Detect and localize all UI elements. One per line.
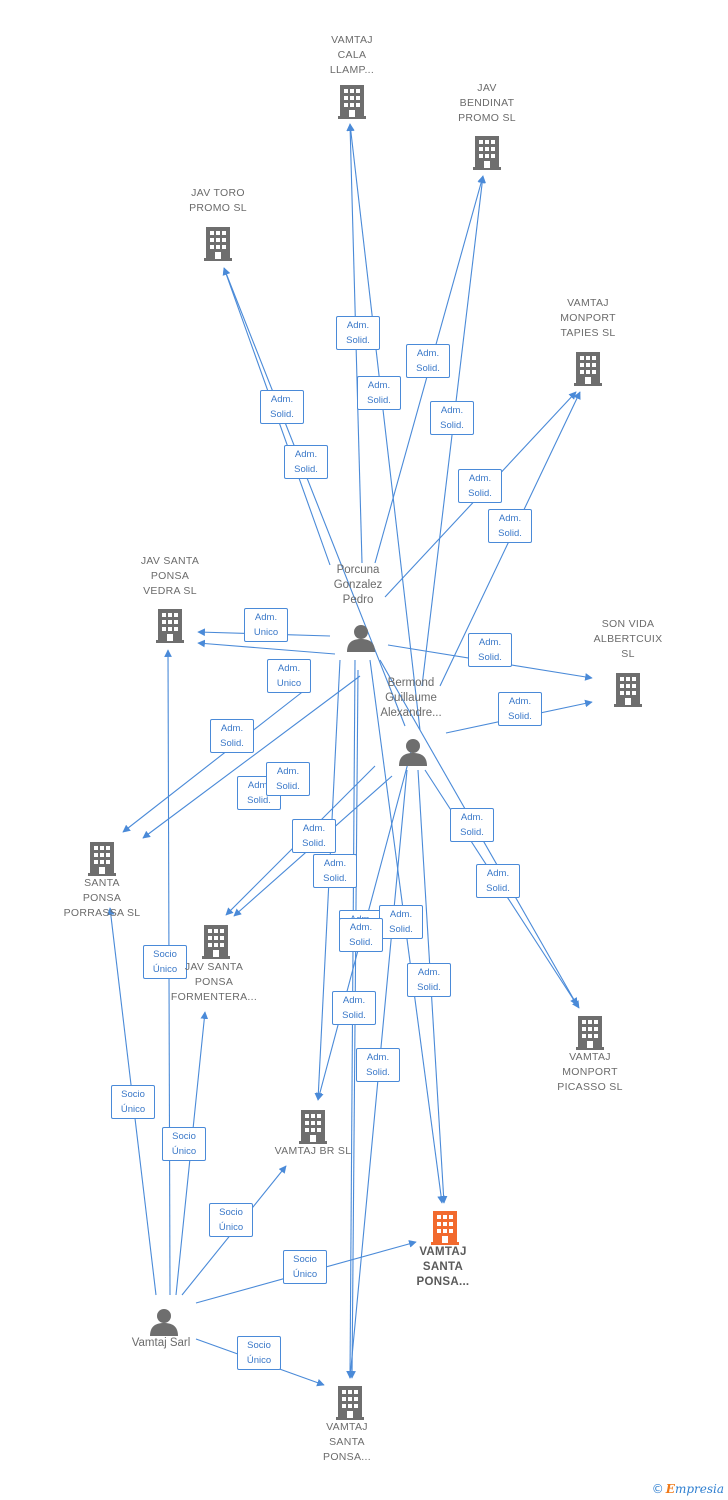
- relationship-edge: [122, 685, 311, 833]
- building-icon-santa-porrassa[interactable]: [88, 842, 116, 876]
- node-label-jav-bendinat[interactable]: JAV BENDINAT PROMO SL: [458, 82, 516, 124]
- edge-label-box[interactable]: Socio Único: [209, 1203, 253, 1237]
- edge-label-box[interactable]: Adm. Solid.: [313, 854, 357, 888]
- edge-label-box[interactable]: Adm. Solid.: [458, 469, 502, 503]
- edge-label-box[interactable]: Adm. Solid.: [406, 344, 450, 378]
- node-label-vamtaj-santa-main[interactable]: VAMTAJ SANTA PONSA...: [416, 1246, 470, 1288]
- node-label-jav-toro[interactable]: JAV TORO PROMO SL: [189, 187, 247, 214]
- edge-label-box[interactable]: Adm. Solid.: [476, 864, 520, 898]
- edge-label-box[interactable]: Socio Único: [162, 1127, 206, 1161]
- edge-label-box[interactable]: Adm. Solid.: [284, 445, 328, 479]
- building-icon-jav-bendinat[interactable]: [473, 136, 501, 170]
- edge-label-box[interactable]: Adm. Solid.: [210, 719, 254, 753]
- edge-label-box[interactable]: Adm. Solid.: [332, 991, 376, 1025]
- node-label-son-vida[interactable]: SON VIDA ALBERTCUIX SL: [593, 618, 663, 660]
- edge-label-box[interactable]: Adm. Solid.: [339, 918, 383, 952]
- empresia-watermark: ©Empresia: [652, 1482, 724, 1496]
- building-icon-vamtaj-tapies[interactable]: [574, 352, 602, 386]
- relationship-edge: [197, 639, 336, 655]
- edge-label-box[interactable]: Socio Único: [143, 945, 187, 979]
- edge-label-box[interactable]: Adm. Solid.: [260, 390, 304, 424]
- relationship-edge: [346, 123, 421, 731]
- node-label-bermond[interactable]: Bermond Guillaume Alexandre...: [380, 677, 442, 719]
- node-label-vamtaj-tapies[interactable]: VAMTAJ MONPORT TAPIES SL: [560, 297, 616, 339]
- edge-label-box[interactable]: Adm. Solid.: [266, 762, 310, 796]
- node-label-santa-porrassa[interactable]: SANTA PONSA PORRASSA SL: [63, 877, 141, 919]
- edge-label-box[interactable]: Socio Único: [111, 1085, 155, 1119]
- node-label-jav-formentera[interactable]: JAV SANTA PONSA FORMENTERA...: [170, 961, 258, 1003]
- edge-label-box[interactable]: Adm. Unico: [267, 659, 311, 693]
- brand-name: mpresia: [674, 1482, 724, 1496]
- node-label-porcuna[interactable]: Porcuna Gonzalez Pedro: [333, 564, 383, 606]
- building-icon-vamtaj-santa-main[interactable]: [431, 1211, 459, 1245]
- edge-label-box[interactable]: Adm. Solid.: [498, 692, 542, 726]
- edge-label-box[interactable]: Adm. Solid.: [430, 401, 474, 435]
- person-icon-vamtaj-sarl[interactable]: [150, 1309, 178, 1336]
- node-label-vamtaj-sarl[interactable]: Vamtaj Sarl: [131, 1337, 191, 1349]
- edge-label-box[interactable]: Socio Único: [283, 1250, 327, 1284]
- edge-label-box[interactable]: Adm. Solid.: [379, 905, 423, 939]
- node-label-vamtaj-picasso[interactable]: VAMTAJ MONPORT PICASSO SL: [557, 1051, 623, 1093]
- edge-label-box[interactable]: Adm. Solid.: [292, 819, 336, 853]
- building-icon-son-vida[interactable]: [614, 673, 642, 707]
- edge-label-box[interactable]: Adm. Solid.: [357, 376, 401, 410]
- brand-initial: E: [665, 1482, 675, 1496]
- building-icon-jav-toro[interactable]: [204, 227, 232, 261]
- building-icon-jav-vedra[interactable]: [156, 609, 184, 643]
- node-label-jav-vedra[interactable]: JAV SANTA PONSA VEDRA SL: [140, 555, 200, 597]
- edge-label-box[interactable]: Adm. Solid.: [407, 963, 451, 997]
- building-icon-vamtaj-picasso[interactable]: [576, 1016, 604, 1050]
- edge-label-box[interactable]: Adm. Solid.: [488, 509, 532, 543]
- edge-label-box[interactable]: Adm. Solid.: [468, 633, 512, 667]
- node-label-vamtaj-br[interactable]: VAMTAJ BR SL: [274, 1145, 352, 1157]
- node-label-vamtaj-santa-2[interactable]: VAMTAJ SANTA PONSA...: [323, 1421, 371, 1463]
- building-icon-vamtaj-santa-2[interactable]: [336, 1386, 364, 1420]
- edge-label-box[interactable]: Socio Único: [237, 1336, 281, 1370]
- edge-label-box[interactable]: Adm. Solid.: [336, 316, 380, 350]
- building-icon-vamtaj-cala[interactable]: [338, 85, 366, 119]
- building-icon-vamtaj-br[interactable]: [299, 1110, 327, 1144]
- edge-label-box[interactable]: Adm. Solid.: [450, 808, 494, 842]
- building-icon-jav-formentera[interactable]: [202, 925, 230, 959]
- relationship-edge: [142, 675, 361, 839]
- edges-layer: [106, 123, 593, 1387]
- edge-label-box[interactable]: Adm. Unico: [244, 608, 288, 642]
- node-label-vamtaj-cala[interactable]: VAMTAJ CALA LLAMP...: [329, 34, 375, 76]
- copyright-symbol: ©: [651, 1482, 664, 1496]
- person-icon-bermond[interactable]: [399, 739, 427, 766]
- edge-label-box[interactable]: Adm. Solid.: [356, 1048, 400, 1082]
